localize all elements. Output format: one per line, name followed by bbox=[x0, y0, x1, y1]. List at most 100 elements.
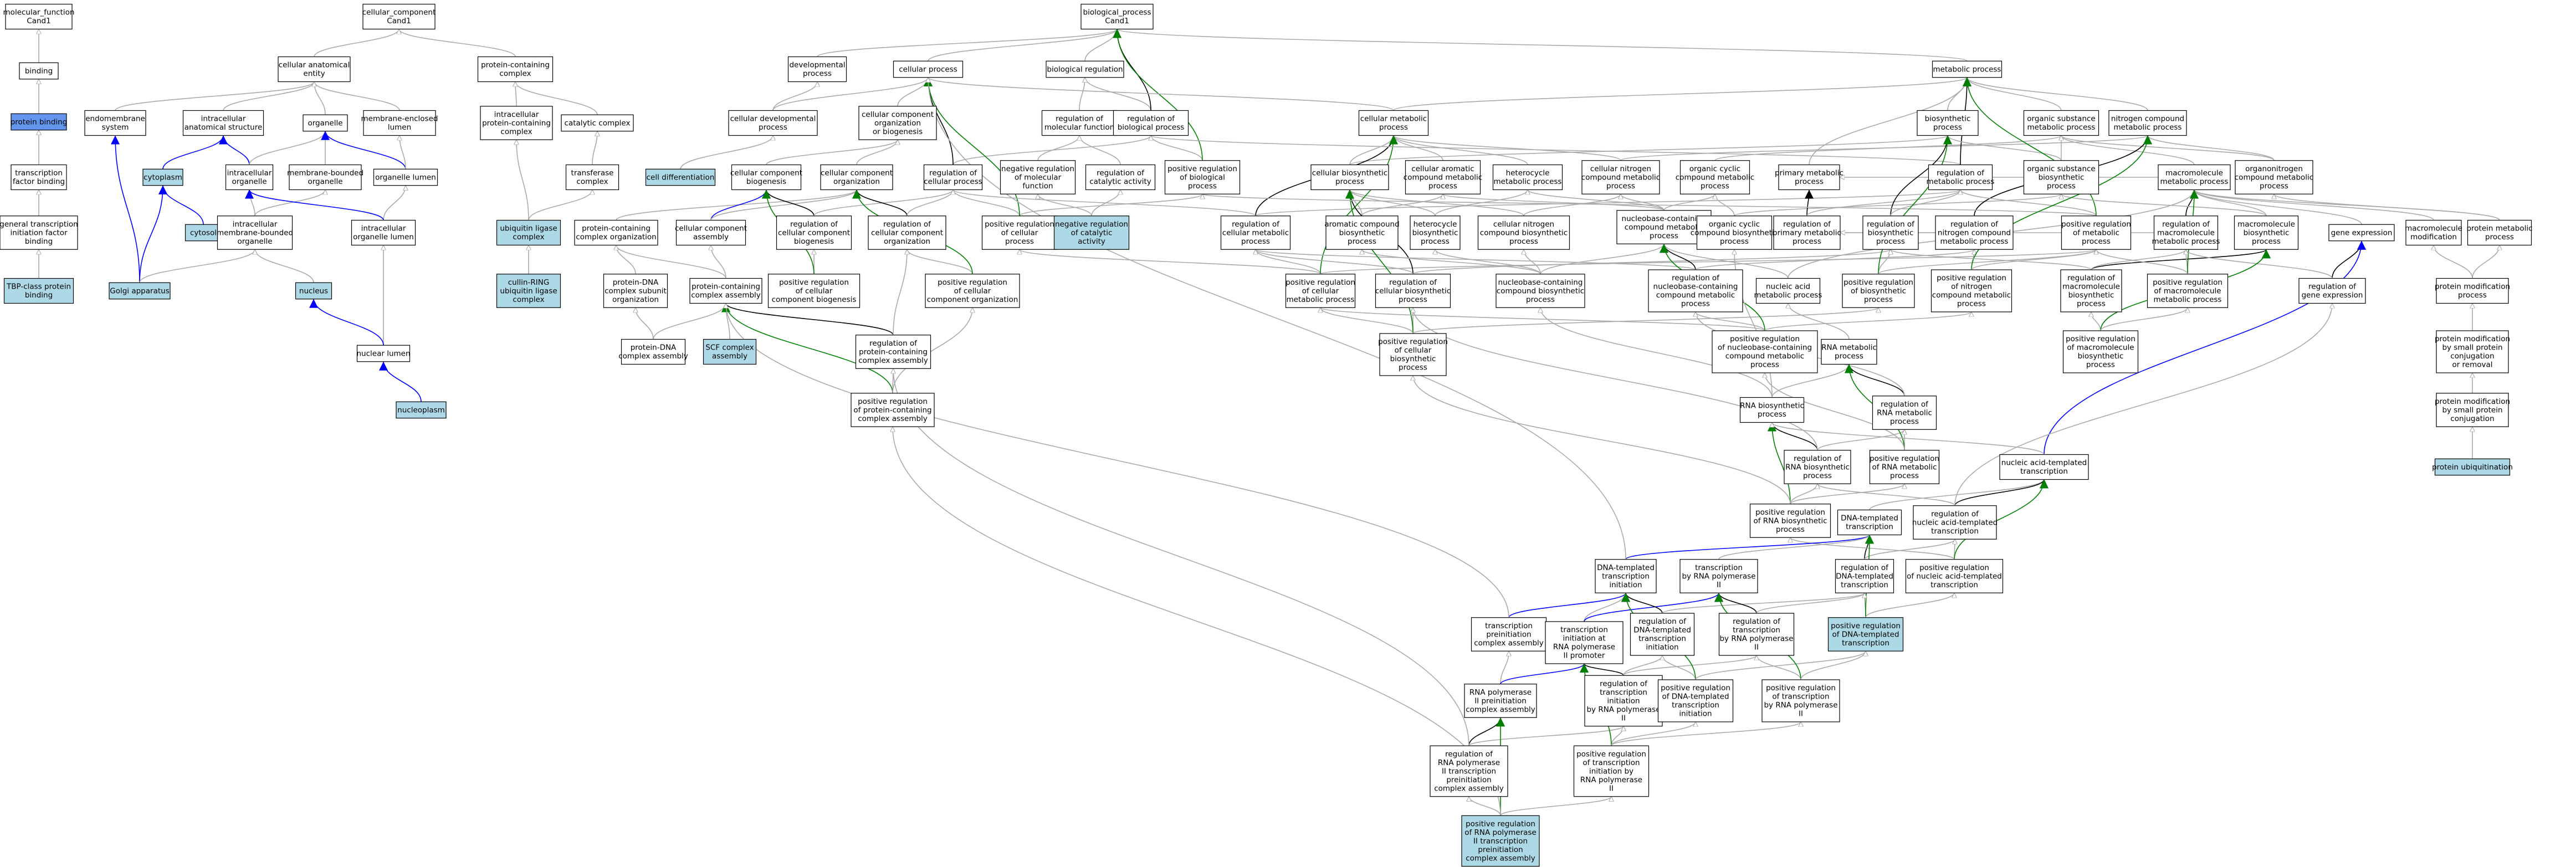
go-term-node[interactable]: catalytic complex bbox=[561, 114, 634, 132]
go-term-node[interactable]: biological regulation bbox=[1046, 60, 1124, 78]
go-term-node[interactable]: binding bbox=[19, 62, 59, 80]
go-term-node[interactable]: cell differentiation bbox=[645, 168, 716, 186]
go-term-node[interactable]: Golgi apparatus bbox=[109, 282, 171, 300]
go-term-node[interactable]: cellular process bbox=[893, 60, 964, 78]
go-term-node[interactable]: nuclear lumen bbox=[356, 345, 411, 362]
go-term-node[interactable]: metabolic process bbox=[1932, 60, 2003, 78]
go-term-node[interactable]: nucleus bbox=[295, 282, 332, 300]
go-term-node[interactable]: organelle lumen bbox=[373, 168, 438, 186]
go-term-node[interactable]: gene expression bbox=[2328, 224, 2395, 242]
go-term-node[interactable]: organelle bbox=[303, 114, 348, 132]
go-term-node[interactable]: nucleoplasm bbox=[396, 401, 447, 419]
go-term-node[interactable]: protein ubiquitination bbox=[2432, 458, 2513, 476]
